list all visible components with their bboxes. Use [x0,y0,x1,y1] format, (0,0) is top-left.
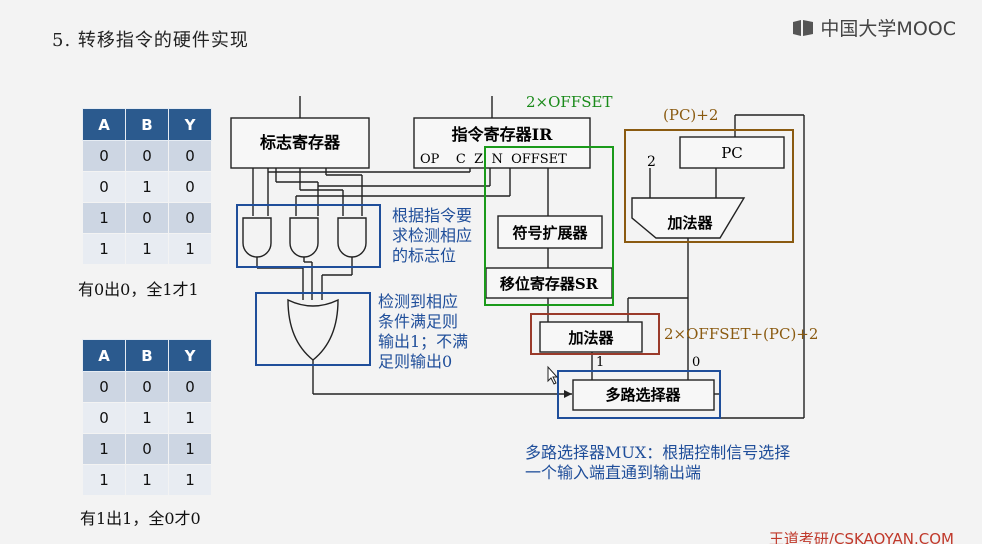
mux-label: 多路选择器 [605,386,681,404]
pc-adder-label: 加法器 [666,214,713,232]
table-cell: 1 [168,233,212,265]
flag-register-box [230,117,370,169]
watermark: 王道考研/CSKAOYAN.COM [768,530,954,544]
and-gate-1 [242,217,272,258]
table-cell: 1 [82,233,126,265]
and-gate-3 [337,217,367,258]
mux-note: 多路选择器MUX：根据控制信号选择 一个输入端直通到输出端 [525,443,790,483]
and-gates-frame [236,204,381,268]
sign-extend-label: 符号扩展器 [512,224,588,242]
adder-main-label: 加法器 [567,329,614,347]
or-table-header-y: Y [168,339,212,372]
note-line: 检测到相应 [378,292,459,311]
table-cell: 0 [168,371,212,403]
offset-label: 2×OFFSET [526,93,612,111]
table-cell: 1 [125,233,169,265]
or-gate-note: 检测到相应 条件满足则 输出1；不满 足则输出0 [378,292,468,372]
or-table-caption: 有1出1，全0才0 [80,509,201,528]
table-cell: 1 [82,464,126,496]
or-table-header-a: A [82,339,126,372]
table-cell: 0 [82,402,126,434]
mooc-logo-icon [792,19,814,37]
note-line: 足则输出0 [378,352,453,371]
shift-register-box [485,267,613,299]
or-table-header-b: B [125,339,169,372]
note-line: 根据指令要 [392,206,473,225]
and-table-header-y: Y [168,108,212,141]
table-cell: 1 [168,464,212,496]
pc-label: PC [721,144,743,162]
arrow-head [564,390,572,398]
ir-fields-label: OP C Z N OFFSET [420,152,567,167]
adder-main-box [539,321,643,353]
table-cell: 1 [168,402,212,434]
or-gate [287,298,339,361]
and-gates-note: 根据指令要 求检测相应 的标志位 [392,206,472,266]
offset-path-frame [484,146,614,306]
mux-input-1-label: 1 [596,355,604,370]
mux-input-0-label: 0 [692,355,700,370]
note-line: 输出1；不满 [378,332,469,351]
const-two-label: 2 [647,154,656,170]
note-line: 多路选择器MUX：根据控制信号选择 [525,443,791,462]
sign-extend-box [497,215,603,249]
table-cell: 1 [168,433,212,465]
pc-box [679,136,785,169]
table-cell: 1 [82,202,126,234]
table-cell: 1 [125,402,169,434]
note-line: 的标志位 [392,246,457,265]
pc-adder-shape [631,197,746,239]
slide-title: 5. 转移指令的硬件实现 [52,30,249,51]
note-line: 条件满足则 [378,312,459,331]
mooc-logo-text: 中国大学MOOC [820,18,956,40]
table-cell: 0 [125,433,169,465]
sum-label: 2×OFFSET+(PC)+2 [664,325,818,343]
mux-box [572,379,715,411]
cursor-icon [547,365,559,385]
and-table-caption: 有0出0，全1才1 [78,280,199,299]
adder-main-frame [530,313,660,355]
table-cell: 1 [125,464,169,496]
mooc-logo: 中国大学MOOC [792,14,956,41]
table-cell: 0 [168,171,212,203]
instruction-register-box [413,117,591,169]
shift-register-label: 移位寄存器SR [500,275,599,293]
table-cell: 0 [125,202,169,234]
or-gate-frame [255,292,371,366]
table-cell: 0 [82,171,126,203]
note-line: 一个输入端直通到输出端 [525,463,702,482]
mux-frame [557,370,721,419]
flag-register-label: 标志寄存器 [259,133,341,152]
table-cell: 0 [168,140,212,172]
table-cell: 0 [82,371,126,403]
instruction-register-label: 指令寄存器IR [452,125,553,144]
table-cell: 0 [125,371,169,403]
and-gate-2 [289,217,319,258]
note-line: 求检测相应 [392,226,473,245]
pc-adder-frame [624,129,794,243]
pc-plus-2-label: (PC)+2 [663,106,718,124]
